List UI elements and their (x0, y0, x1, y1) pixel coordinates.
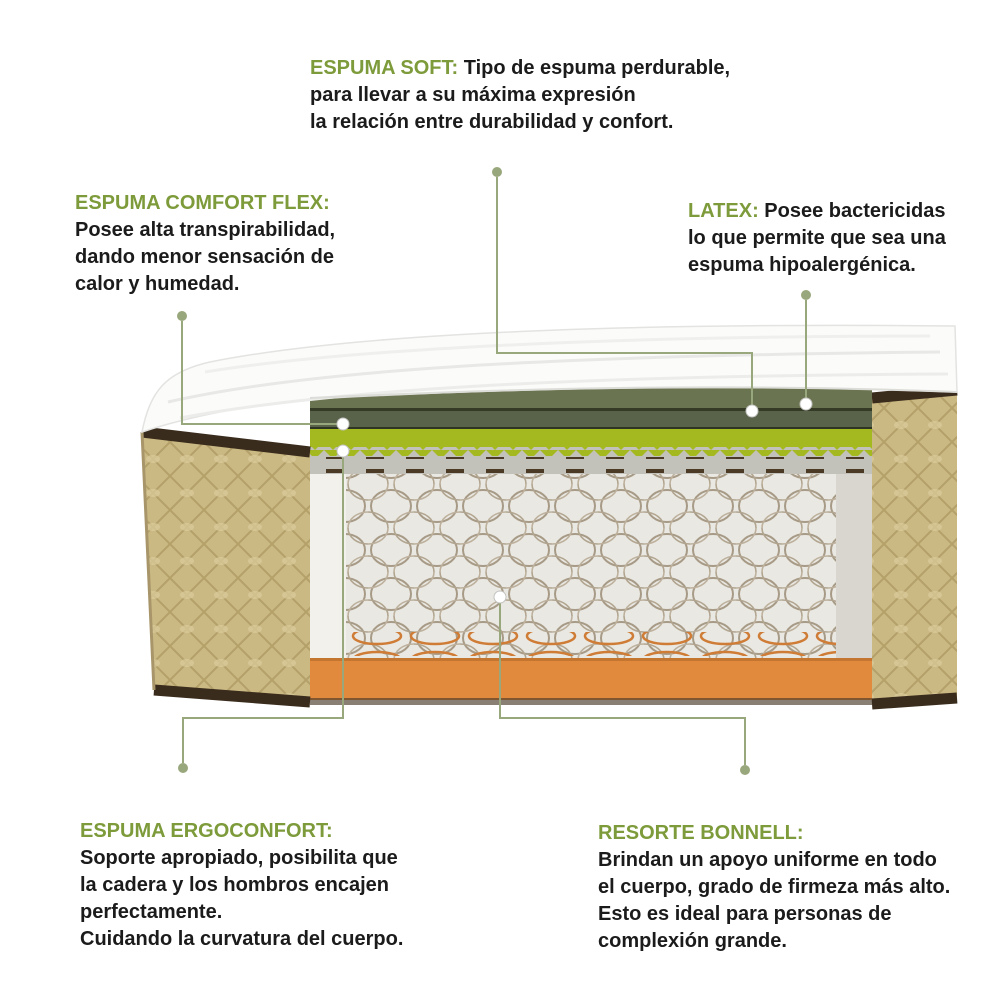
cross-section-layers (310, 386, 872, 705)
callout-body: Cuidando la curvatura del cuerpo. (80, 928, 404, 950)
bonnell-springs (346, 474, 836, 658)
callout-body: lo que permite que sea una (688, 227, 946, 249)
callout-body: dando menor sensación de (75, 246, 334, 268)
layer-orange-base (310, 658, 872, 700)
endpoint-dot-espuma-soft (492, 167, 502, 177)
callout-body: Soporte apropiado, posibilita que (80, 847, 398, 869)
callout-lines (181, 177, 807, 765)
callout-body: Esto es ideal para personas de (598, 903, 892, 925)
endpoint-dot-latex (801, 290, 811, 300)
callout-espuma-comfort-flex: ESPUMA COMFORT FLEX: Posee alta transpir… (75, 190, 335, 298)
callout-body: Posee alta transpirabilidad, (75, 219, 336, 241)
callout-espuma-soft: ESPUMA SOFT: Tipo de espuma perdurable, … (310, 55, 730, 136)
callout-line-text: LATEX: Posee bactericidas (688, 198, 946, 225)
quilted-pillow-top (141, 324, 958, 434)
side-fabric-left (140, 426, 311, 708)
callout-body: para llevar a su máxima expresión (310, 84, 636, 106)
endpoint-dot-bonnell (740, 765, 750, 775)
callout-body: el cuerpo, grado de firmeza más alto. (598, 876, 951, 898)
callout-body: Brindan un apoyo uniforme en todo (598, 849, 937, 871)
layer-comfort-flex-wavy (310, 429, 872, 447)
callout-title: ESPUMA ERGOCONFORT: (80, 820, 333, 842)
callout-line-bonnell (499, 603, 746, 765)
callout-body: la relación entre durabilidad y confort. (310, 111, 674, 133)
marker-dot-ergoconfort-layer (336, 444, 350, 458)
callout-title: RESORTE BONNELL: (598, 822, 804, 844)
marker-dot-bonnell-springs (493, 590, 507, 604)
layer-latex (310, 411, 872, 427)
callout-body: complexión grande. (598, 930, 787, 952)
endpoint-dot-comfort-flex (177, 311, 187, 321)
callout-line-ergoconfort (182, 457, 344, 763)
callout-line-espuma-soft (496, 177, 753, 405)
marker-dot-espuma-soft-layer (745, 404, 759, 418)
callout-body: calor y humedad. (75, 273, 240, 295)
callout-body: la cadera y los hombros encajen (80, 874, 390, 896)
callout-body: perfectamente. (80, 901, 223, 923)
callout-body: Posee bactericidas (764, 200, 946, 222)
marker-dot-latex-layer (799, 397, 813, 411)
callout-title: LATEX: (688, 200, 759, 222)
callout-line-text: ESPUMA SOFT: Tipo de espuma perdurable, (310, 55, 730, 82)
callout-body: Tipo de espuma perdurable, (463, 57, 731, 79)
callout-title: ESPUMA COMFORT FLEX: (75, 192, 330, 214)
callout-resorte-bonnell: RESORTE BONNELL: Brindan un apoyo unifor… (598, 820, 950, 955)
callout-line-comfort-flex (181, 321, 337, 425)
callout-body: espuma hipoalergénica. (688, 254, 916, 276)
marker-dot-comfort-flex-layer (336, 417, 350, 431)
side-fabric-right (871, 384, 958, 710)
callout-endpoints (177, 167, 813, 775)
callout-latex: LATEX: Posee bactericidas lo que permite… (688, 198, 946, 279)
callout-espuma-ergoconfort: ESPUMA ERGOCONFORT: Soporte apropiado, p… (80, 818, 403, 953)
callout-title: ESPUMA SOFT: (310, 57, 459, 79)
endpoint-dot-ergoconfort (178, 763, 188, 773)
